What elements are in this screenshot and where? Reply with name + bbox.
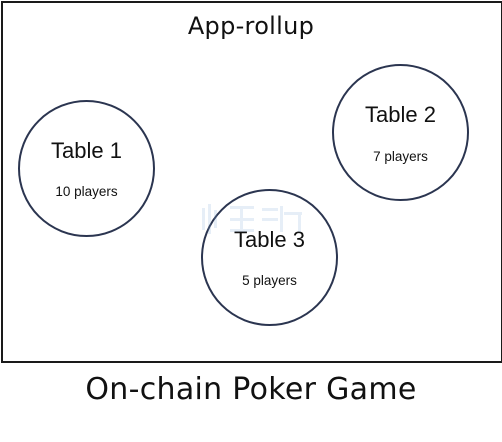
table-node-3: Table 3 5 players [201, 189, 338, 326]
table-players: 7 players [373, 149, 428, 164]
table-node-2: Table 2 7 players [332, 64, 469, 201]
table-players: 10 players [55, 184, 118, 199]
table-name: Table 1 [51, 138, 122, 163]
table-node-1: Table 1 10 players [18, 100, 155, 237]
table-name: Table 2 [365, 102, 436, 127]
diagram-caption: On-chain Poker Game [85, 372, 417, 407]
container-title: App-rollup [187, 12, 315, 40]
table-players: 5 players [242, 273, 297, 288]
table-name: Table 3 [234, 227, 305, 252]
watermark-logo [202, 204, 302, 234]
